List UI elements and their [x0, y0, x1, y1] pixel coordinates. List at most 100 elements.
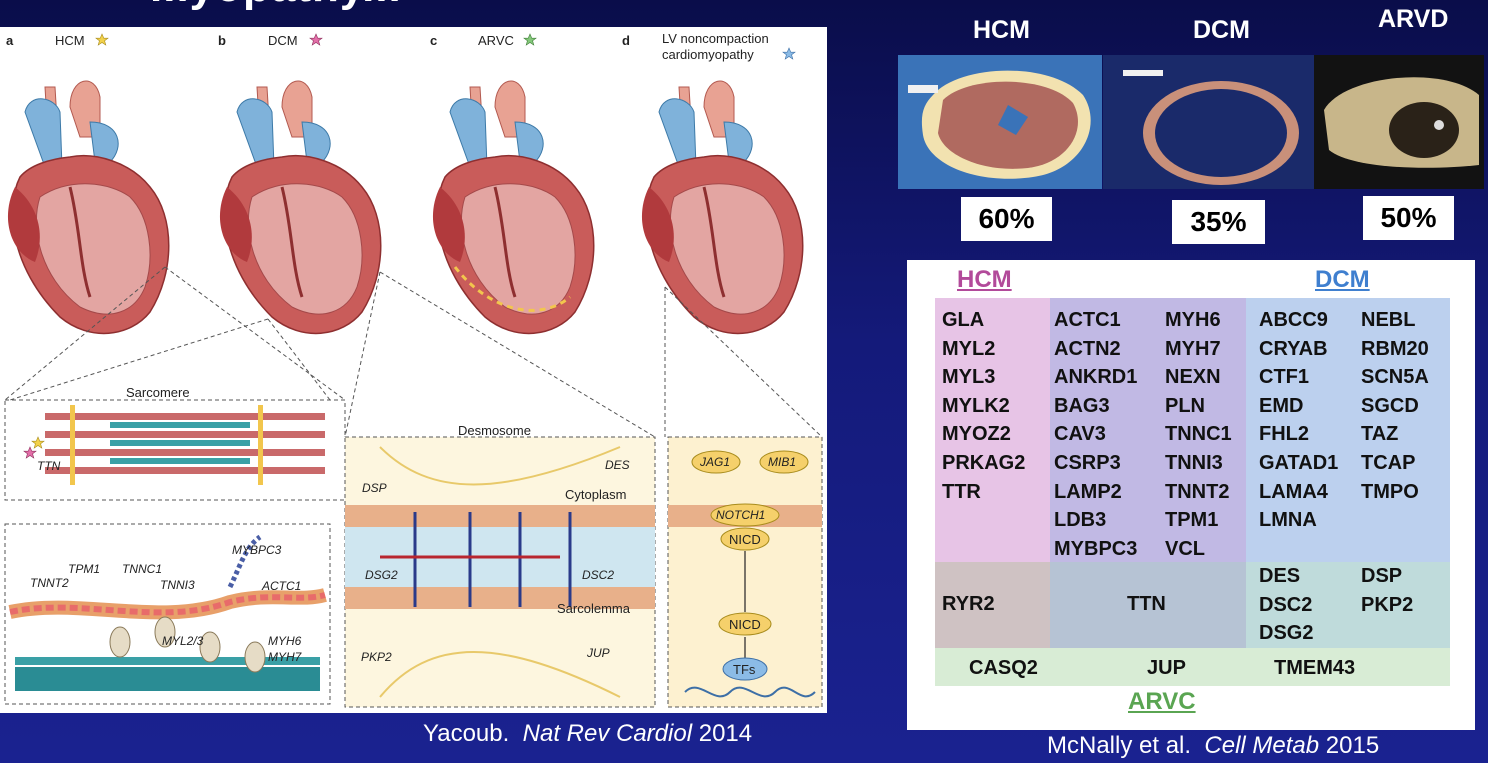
gene-cell: TNNC1	[1165, 423, 1232, 446]
gene-cell: CSRP3	[1054, 451, 1121, 474]
gene-cell: LMNA	[1259, 509, 1317, 532]
gene-casq2: CASQ2	[969, 657, 1038, 679]
gene-cell: VCL	[1165, 537, 1205, 560]
gene-cell: ABCC9	[1259, 309, 1328, 331]
gene-cell: DES	[1259, 565, 1301, 587]
caption-right-journal: Cell Metab	[1204, 732, 1320, 759]
gene-cell: NEXN	[1165, 366, 1221, 389]
gene-cell: PRKAG2	[942, 451, 1026, 474]
panel-label-hcm: HCM	[55, 33, 85, 48]
gene-cell: FHL2	[1259, 423, 1309, 446]
gene-cell: TTR	[942, 480, 981, 503]
gene-cell: MYL3	[942, 366, 996, 389]
gene-cell: MYLK2	[942, 394, 1010, 417]
region-dcm-arvc	[1246, 562, 1450, 648]
caption-right-author: McNally et al.	[1047, 732, 1192, 759]
sarcomere-filaments	[45, 405, 325, 485]
notch1-oval	[710, 503, 780, 527]
ttn-star-hcm-icon	[31, 436, 45, 449]
gene-cell: LAMP2	[1054, 480, 1122, 503]
percent-arvd: 50%	[1363, 196, 1454, 240]
slide-title: ...yopathy...	[150, 0, 402, 12]
gene-mib1-label: MIB1	[768, 455, 796, 469]
gene-cell: CRYAB	[1259, 337, 1328, 360]
caption-left: Yacoub. Nat Rev Cardiol 2014	[423, 720, 752, 748]
gene-dsp-label: DSP	[362, 481, 387, 495]
heart-dcm-icon	[218, 79, 383, 335]
gene-cell: TPM1	[1165, 509, 1219, 532]
gene-jup-label: JUP	[586, 646, 610, 660]
gene-cell: TNNT2	[1165, 480, 1230, 503]
caption-left-year: 2014	[698, 720, 753, 747]
gene-des-label: DES	[605, 458, 630, 472]
heart-photo-hcm	[898, 55, 1102, 189]
cytoplasm-label: Cytoplasm	[565, 487, 626, 502]
gene-cell: TMPO	[1361, 480, 1419, 503]
gene-cell: CTF1	[1259, 366, 1309, 389]
heart-hcm-icon	[6, 79, 171, 335]
nicd-mid-label: NICD	[729, 617, 761, 632]
panel-label-arvc: ARVC	[478, 33, 514, 48]
table-footer-arvc: ARVC	[1128, 688, 1196, 715]
gene-cell: CAV3	[1054, 423, 1106, 446]
photo-label-dcm: DCM	[1193, 16, 1250, 44]
gene-cell: TCAP	[1361, 451, 1416, 474]
region-all-three	[1050, 562, 1246, 648]
caption-left-author: Yacoub.	[423, 720, 510, 747]
heart-photo-dcm	[1103, 55, 1314, 189]
caption-right: McNally et al. Cell Metab 2015	[1047, 732, 1379, 760]
panel-label-dcm: DCM	[268, 33, 298, 48]
gene-cell: TAZ	[1361, 423, 1399, 446]
sarcomere-title: Sarcomere	[126, 385, 190, 400]
gene-cell: MYH6	[1165, 309, 1221, 331]
gene-cell: SCN5A	[1361, 366, 1429, 389]
heart-arvc-icon	[431, 79, 596, 335]
gene-cell: LDB3	[1054, 509, 1107, 532]
gene-cell: PKP2	[1361, 593, 1414, 616]
gene-cell: EMD	[1259, 394, 1304, 417]
panel-label-lvnc-1: LV noncompaction	[662, 31, 769, 46]
tfs-oval	[722, 657, 768, 681]
dcm-arvc-list-1: DES DSC2 DSG2	[1259, 562, 1313, 648]
gene-ttn-label: TTN	[37, 459, 61, 473]
gene-cell: MYL2	[942, 337, 996, 360]
region-hcm-arvc	[935, 562, 1050, 648]
gene-cell: MYBPC3	[1054, 537, 1138, 560]
gene-cell: DSP	[1361, 565, 1403, 587]
ttn-star-dcm-icon	[23, 446, 37, 459]
region-hcm-dcm	[1050, 298, 1246, 562]
shared-gene-list-2: MYH6 MYH7 NEXN PLN TNNC1 TNNI3 TNNT2 TPM…	[1165, 306, 1232, 563]
region-hcm-only	[935, 298, 1050, 562]
gene-tnnc1-label: TNNC1	[122, 562, 162, 576]
percent-hcm: 60%	[961, 197, 1052, 241]
gene-ryr2: RYR2	[942, 593, 995, 615]
gene-pkp2-label: PKP2	[361, 650, 392, 664]
heart-photo-arvd	[1314, 55, 1484, 189]
dcm-gene-list-1: ABCC9 CRYAB CTF1 EMD FHL2 GATAD1 LAMA4 L…	[1259, 306, 1338, 535]
nicd-top-oval	[720, 527, 770, 551]
gene-jup: JUP	[1147, 657, 1186, 679]
arvc-star-icon	[523, 33, 537, 46]
gene-cell: LAMA4	[1259, 480, 1328, 503]
gene-cell: MYOZ2	[942, 423, 1011, 446]
sarcolemma-label: Sarcolemma	[557, 601, 631, 616]
mib1-oval	[759, 450, 809, 474]
percent-dcm: 35%	[1172, 200, 1265, 244]
gene-ttn: TTN	[1127, 593, 1166, 615]
shared-gene-list-1: ACTC1 ACTN2 ANKRD1 BAG3 CAV3 CSRP3 LAMP2…	[1054, 306, 1137, 563]
gene-cell: DSC2	[1259, 593, 1313, 616]
gene-tnnt2-label: TNNT2	[30, 576, 69, 590]
gene-actc1-label: ACTC1	[261, 579, 301, 593]
gene-cell: PLN	[1165, 394, 1205, 417]
gene-cell: RBM20	[1361, 337, 1429, 360]
panel-letter-c: c	[430, 33, 437, 48]
gene-cell: TNNI3	[1165, 451, 1223, 474]
panel-letter-d: d	[622, 33, 630, 48]
caption-right-year: 2015	[1325, 732, 1380, 759]
gene-myh6-label: MYH6	[268, 634, 302, 648]
caption-left-journal: Nat Rev Cardiol	[522, 720, 693, 747]
gene-tmem43: TMEM43	[1274, 657, 1356, 679]
lvnc-star-icon	[782, 47, 796, 60]
nicd-top-label: NICD	[729, 532, 761, 547]
dna-helix-icon	[684, 686, 816, 698]
